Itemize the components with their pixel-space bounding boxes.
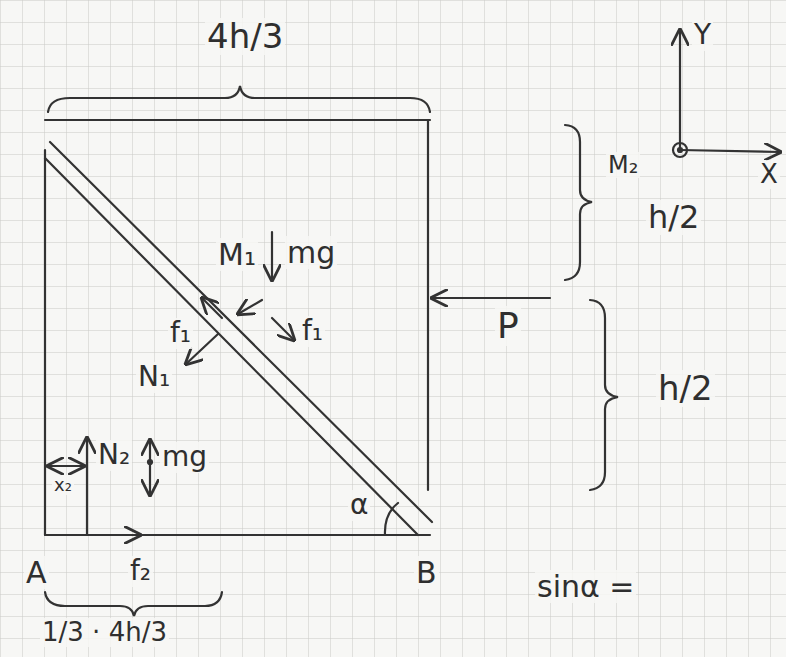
force-arrow xyxy=(271,232,273,280)
axis-label: Y xyxy=(692,20,713,51)
force-label: f₂ xyxy=(128,556,153,587)
angle-arc xyxy=(385,503,398,535)
x-axis xyxy=(680,150,780,152)
dimension-brace xyxy=(565,125,592,280)
dimension-line xyxy=(48,465,84,467)
point-label: B xyxy=(414,556,439,589)
right-wall xyxy=(427,120,429,490)
moment-symbol xyxy=(678,148,682,152)
force-label: N₂ xyxy=(96,440,132,471)
moment-label: M₁ xyxy=(216,238,258,271)
force-arrow xyxy=(86,438,88,535)
force-label: mg xyxy=(160,442,209,473)
friction-arrow xyxy=(96,534,140,536)
friction-arrow xyxy=(272,318,294,340)
axis-label: X xyxy=(758,160,780,189)
force-arrow xyxy=(432,297,550,299)
dimension-label: h/2 xyxy=(646,200,701,235)
dimension-label: 4h/3 xyxy=(205,18,285,55)
dimension-brace xyxy=(590,300,618,490)
floor xyxy=(45,534,430,536)
dimension-label: h/2 xyxy=(656,370,715,407)
force-arrow xyxy=(149,462,151,495)
force-label: f₁ xyxy=(168,318,193,349)
moment-symbol xyxy=(673,143,687,157)
ladder-bar xyxy=(45,158,418,535)
dimension-brace xyxy=(48,86,430,112)
dimension-label: 1/3 · 4h/3 xyxy=(40,618,169,647)
force-label: mg xyxy=(285,236,337,269)
ladder-bar xyxy=(50,142,432,522)
dimension-label: x₂ xyxy=(52,475,74,495)
mass-point xyxy=(148,460,152,464)
moment-label: M₂ xyxy=(606,152,640,178)
dimension-brace xyxy=(45,592,222,616)
point-label: A xyxy=(24,556,49,589)
force-label: P xyxy=(495,306,521,346)
left-wall xyxy=(44,150,46,535)
force-label: N₁ xyxy=(136,362,172,393)
equation-text: sinα = xyxy=(535,570,636,603)
y-axis xyxy=(679,30,681,150)
friction-arrow xyxy=(202,298,222,318)
force-label: f₁ xyxy=(300,316,325,347)
moment-arrow xyxy=(238,300,262,314)
force-arrow xyxy=(149,440,151,462)
top-edge xyxy=(45,119,430,121)
angle-label: α xyxy=(348,490,370,521)
